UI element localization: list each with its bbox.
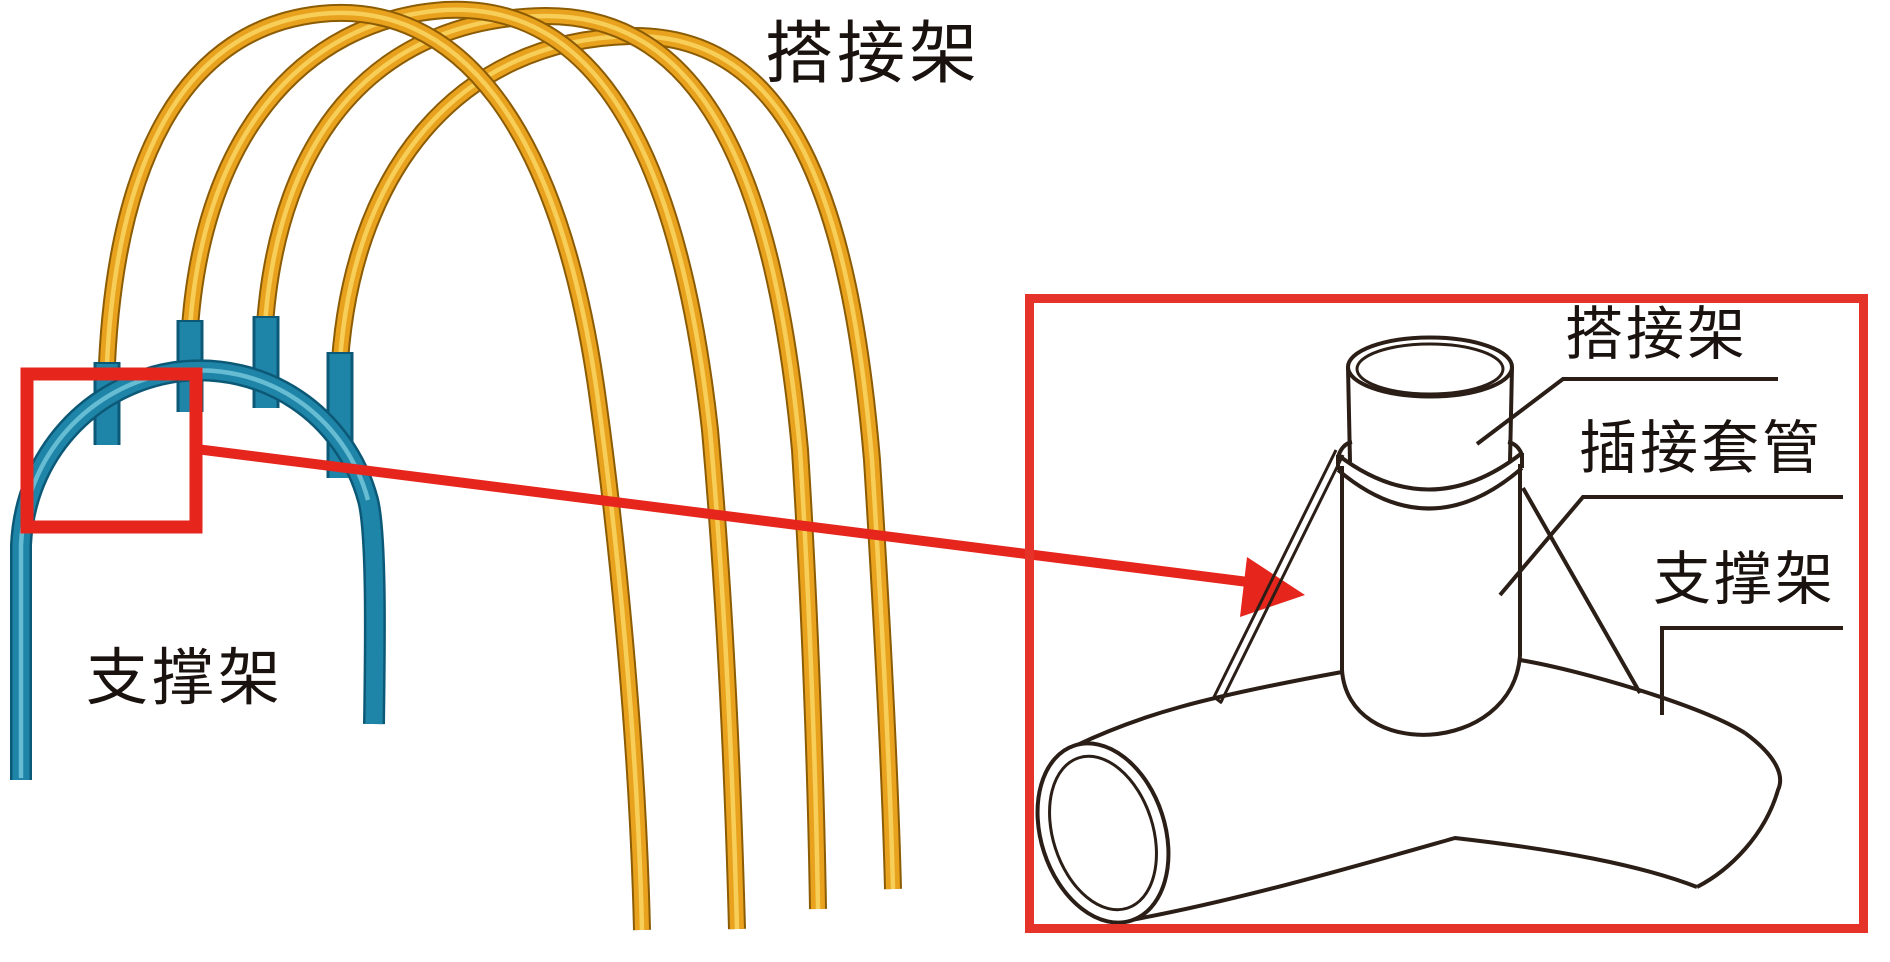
leader-lap-frame [1475, 377, 1778, 446]
detail-tube-open-end [1035, 741, 1171, 925]
detail-panel-border [1025, 294, 1868, 933]
leader-lines [1475, 377, 1843, 715]
leader-sleeve [1498, 495, 1843, 597]
detail-sleeve [1340, 464, 1522, 737]
detail-lap-tube [1346, 335, 1514, 463]
leader-support [1660, 626, 1843, 715]
lap-frame-arch-3 [255, 6, 827, 910]
lap-frame-arches [97, 0, 902, 931]
zoom-arrow-head [1240, 557, 1305, 617]
detail-label-support-frame: 支撑架 [1653, 547, 1837, 612]
lap-frame-arch-1 [97, 3, 651, 931]
lap-frame-arch-4 [330, 26, 902, 890]
overview-label-support-frame: 支撑架 [86, 645, 285, 713]
detail-drawing [1035, 335, 1843, 925]
lap-frame-arch-2 [180, 0, 746, 930]
detail-label-lap-frame: 搭接架 [1565, 302, 1749, 367]
overview-label-lap-frame: 搭接架 [765, 16, 982, 92]
detail-label-sleeve: 插接套管 [1579, 416, 1824, 481]
detail-braces [1212, 449, 1642, 705]
zoom-arrow [195, 444, 1305, 617]
detail-support-tube [1035, 658, 1783, 925]
